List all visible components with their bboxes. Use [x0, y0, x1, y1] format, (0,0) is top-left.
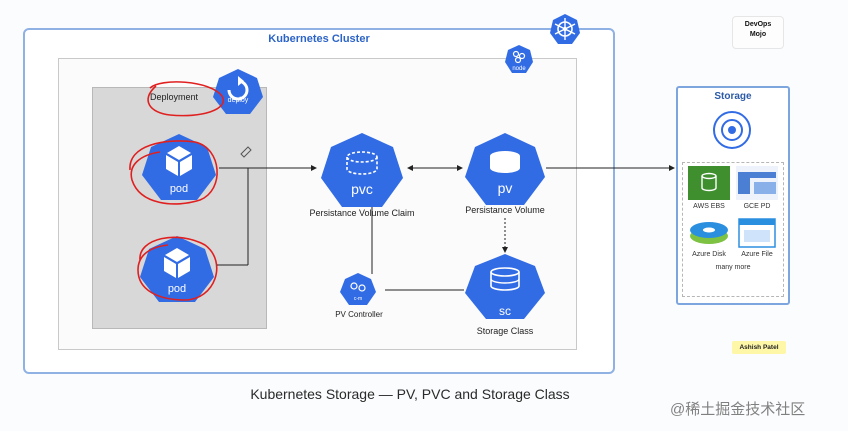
devops-line1: DevOps	[744, 21, 772, 28]
pod-label: pod	[169, 183, 189, 195]
pvc-icon-label: pvc	[351, 181, 373, 197]
pvc-icon	[321, 133, 403, 207]
azure-file-icon	[738, 218, 776, 248]
author-badge: Ashish Patel	[732, 341, 786, 354]
storage-class-caption: Storage Class	[476, 326, 534, 336]
pod-icon	[142, 134, 216, 200]
aws-ebs-icon	[688, 166, 730, 200]
storage-providers: AWS EBS GCE PD Azure Disk Azure File	[682, 162, 784, 297]
pod-icon	[140, 236, 214, 302]
node-label: node	[512, 66, 526, 72]
diagram-caption: Kubernetes Storage — PV, PVC and Storage…	[250, 386, 570, 402]
azure-disk-icon	[690, 222, 728, 244]
pvc-caption: Persistance Volume Claim	[309, 208, 415, 218]
cluster-title: Kubernetes Cluster	[268, 33, 370, 45]
kubernetes-logo-icon	[550, 14, 580, 44]
storage-title: Storage	[714, 91, 752, 102]
deploy-icon-label: deploy	[227, 97, 249, 104]
pv-icon	[465, 133, 545, 205]
many-more-label: many more	[715, 264, 751, 271]
watermark: @稀土掘金技术社区	[670, 401, 806, 418]
gce-pd-label: GCE PD	[743, 203, 771, 210]
deployment-label: Deployment	[150, 92, 199, 102]
controller-caption: PV Controller	[335, 310, 383, 319]
storage-panel: Storage AWS EBS GCE PD	[676, 86, 790, 305]
controller-icon	[340, 273, 376, 305]
azure-disk-label: Azure Disk	[692, 251, 726, 258]
pv-caption: Persistance Volume	[465, 205, 545, 215]
node-icon	[505, 45, 533, 73]
azure-file-label: Azure File	[741, 251, 773, 258]
controller-icon-label: c-m	[353, 296, 363, 302]
deploy-icon	[213, 69, 263, 114]
storage-class-icon	[465, 254, 545, 319]
aws-ebs-label: AWS EBS	[693, 203, 725, 210]
storage-class-icon-label: sc	[499, 304, 511, 318]
gce-pd-icon	[736, 166, 778, 200]
storage-disk-icon	[713, 111, 751, 149]
pv-icon-label: pv	[497, 180, 513, 196]
devops-mojo-badge: DevOps Mojo	[733, 17, 783, 48]
pod-label: pod	[167, 283, 187, 295]
devops-line2: Mojo	[749, 31, 767, 38]
